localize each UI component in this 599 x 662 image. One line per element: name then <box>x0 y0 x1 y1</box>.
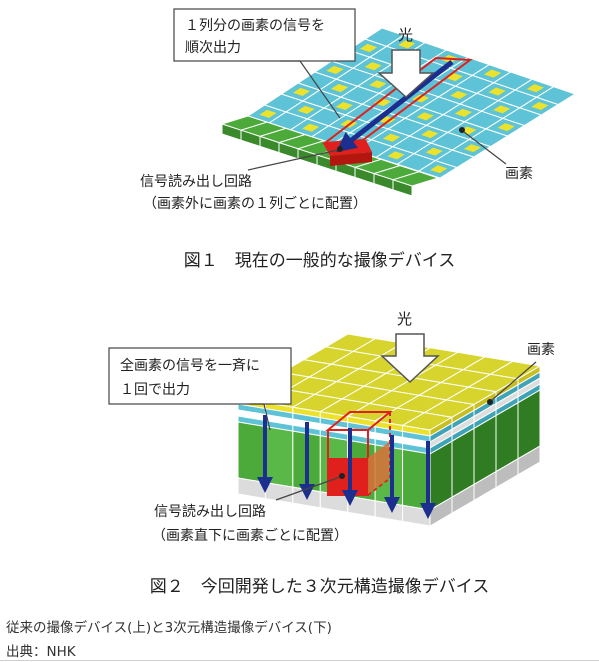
pixel-grid <box>246 27 577 179</box>
layer-front-cell <box>264 425 294 488</box>
layer-front-cell <box>402 448 431 511</box>
pixel-leader-dot <box>487 399 493 405</box>
photodiode-cell <box>331 83 349 93</box>
pixel-leader-dot <box>459 127 465 133</box>
layer-side-cell <box>517 445 541 476</box>
signal-output-arrows <box>257 415 436 519</box>
figure-2-diagram: 光 全画素の信号を一斉に １回で出力 画素 信号読み出し回路 （画素直下に画素ご… <box>108 310 555 544</box>
photodiode-cell <box>450 90 468 100</box>
pixel-label: 画素 <box>505 166 533 182</box>
photodiode-cell <box>373 98 392 107</box>
callout-pointer <box>250 403 271 431</box>
photodiode-cell <box>297 105 315 114</box>
callout-line-1: 全画素の信号を一斉に <box>120 357 260 374</box>
photodiode-cell <box>369 80 387 89</box>
photodiode-cell <box>387 151 405 160</box>
photodiode-cell <box>421 130 439 139</box>
light-arrow-icon <box>380 333 440 384</box>
photodiode-cell <box>531 102 549 111</box>
photodiode-cell <box>497 123 515 132</box>
photodiode-cell <box>445 72 463 82</box>
photodiode-cell <box>292 87 311 96</box>
circuit-leader-dot <box>337 146 343 152</box>
pixel-leader-line <box>463 131 507 165</box>
light-label: 光 <box>398 26 413 44</box>
circuit-note: （画素直下に画素ごとに配置） <box>152 527 348 544</box>
callout-pointer <box>280 60 341 119</box>
pixel-cell <box>535 86 577 106</box>
figure-2-caption: 図２ 今回開発した３次元構造撮像デバイス <box>149 577 490 597</box>
readout-cell-front <box>392 179 413 197</box>
photodiode-cell <box>335 101 353 110</box>
light-arrow-icon <box>377 49 435 99</box>
photodiode-cell <box>430 165 448 174</box>
photodiode-cell <box>359 43 378 53</box>
photodiode-cell <box>398 40 416 49</box>
photodiode-cell <box>326 65 344 75</box>
circuit-label: 信号読み出し回路 <box>154 503 266 520</box>
photodiode-cell <box>382 133 401 142</box>
callout-line-1: １列分の画素の信号を <box>185 18 325 34</box>
callout-box <box>173 8 356 62</box>
callout-line-2: １回で出力 <box>120 382 190 398</box>
figure-1-caption: 図１ 現在の一般的な撮像デバイス <box>183 251 456 271</box>
signal-flow-arrow <box>336 60 454 153</box>
callout-line-2: 順次出力 <box>185 40 241 56</box>
source-credit: 出典：NHK <box>6 644 76 660</box>
circuit-label: 信号読み出し回路 <box>140 173 252 190</box>
layer-front-cell <box>237 421 266 484</box>
circuit-leader-line <box>275 476 341 501</box>
pixel-label: 画素 <box>527 342 555 358</box>
stacked-pixel-block <box>236 333 542 527</box>
circuit-leader-line <box>247 149 339 171</box>
photodiode-cell <box>425 147 443 156</box>
callout-box <box>108 347 292 405</box>
photodiode-cell <box>454 108 473 117</box>
readout-block-red-side <box>368 442 389 494</box>
figure-1-diagram: 光 １列分の画素の信号を 順次出力 信号読み出し回路 （画素外に画素の１列ごとに… <box>140 8 577 212</box>
readout-block-red-front <box>330 152 372 166</box>
photodiode-cell <box>302 123 320 132</box>
selected-pixel-column-back2 <box>367 477 391 496</box>
photodiode-cell <box>416 112 434 121</box>
photodiode-cell <box>459 126 477 135</box>
photodiode-cell <box>526 84 544 93</box>
pixel-leader-line <box>491 361 537 401</box>
footer-divider <box>0 660 599 661</box>
circuit-note: （画素外に画素の１列ごとに配置） <box>143 196 367 212</box>
photodiode-cell <box>483 69 502 78</box>
light-label: 光 <box>397 310 412 328</box>
top-pixel-cell <box>489 360 542 380</box>
photodiode-cell <box>488 87 506 96</box>
circuit-leader-dot <box>339 473 345 479</box>
photodiode-cell <box>493 105 511 114</box>
figure-description: 従来の撮像デバイス(上)と3次元構造撮像デバイス(下) <box>6 620 332 636</box>
photodiode-cell <box>259 109 277 118</box>
photodiode-cell <box>364 62 382 71</box>
photodiode-cell <box>463 144 482 153</box>
